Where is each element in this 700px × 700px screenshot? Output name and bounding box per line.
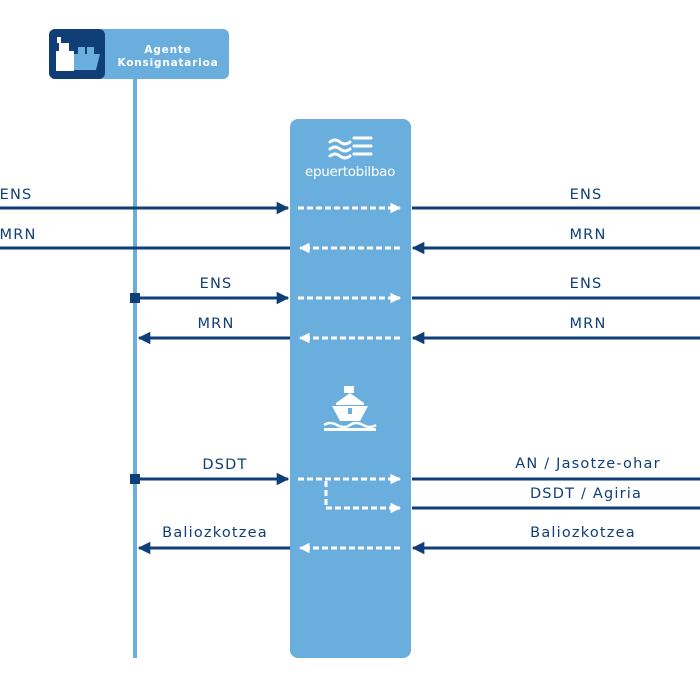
- row3-origin-dot: [130, 293, 140, 303]
- hub-logo-text: epuertobilbao: [305, 164, 395, 180]
- agent-actor-box: Agente Konsignatarioa: [49, 29, 229, 79]
- waves-icon: [328, 136, 373, 160]
- row5-right-label: AN / Jasotze-ohar: [515, 456, 660, 472]
- row5-left-label: DSDT: [202, 457, 247, 473]
- row1-right-label: ENS: [570, 187, 603, 203]
- row5-origin-dot: [130, 474, 140, 484]
- agent-label-line2: Konsignatarioa: [118, 57, 219, 69]
- agent-label-line1: Agente: [144, 44, 191, 56]
- row7-left-label: Baliozkotzea: [162, 525, 268, 541]
- row4-left-label: MRN: [197, 316, 234, 332]
- cargo-ship-icon: [56, 37, 100, 71]
- row6-hub-branch-arrow: [324, 481, 402, 514]
- row2-left-label: MRN: [0, 227, 37, 243]
- row4-right-label: MRN: [569, 316, 606, 332]
- row2-right-label: MRN: [569, 227, 606, 243]
- ship-icon: [323, 386, 377, 431]
- row7-right-label: Baliozkotzea: [530, 525, 636, 541]
- row1-left-label: ENS: [0, 187, 32, 203]
- row6-right-label: DSDT / Agiria: [530, 486, 642, 502]
- row3-right-label: ENS: [570, 276, 603, 292]
- row3-left-label: ENS: [200, 276, 233, 292]
